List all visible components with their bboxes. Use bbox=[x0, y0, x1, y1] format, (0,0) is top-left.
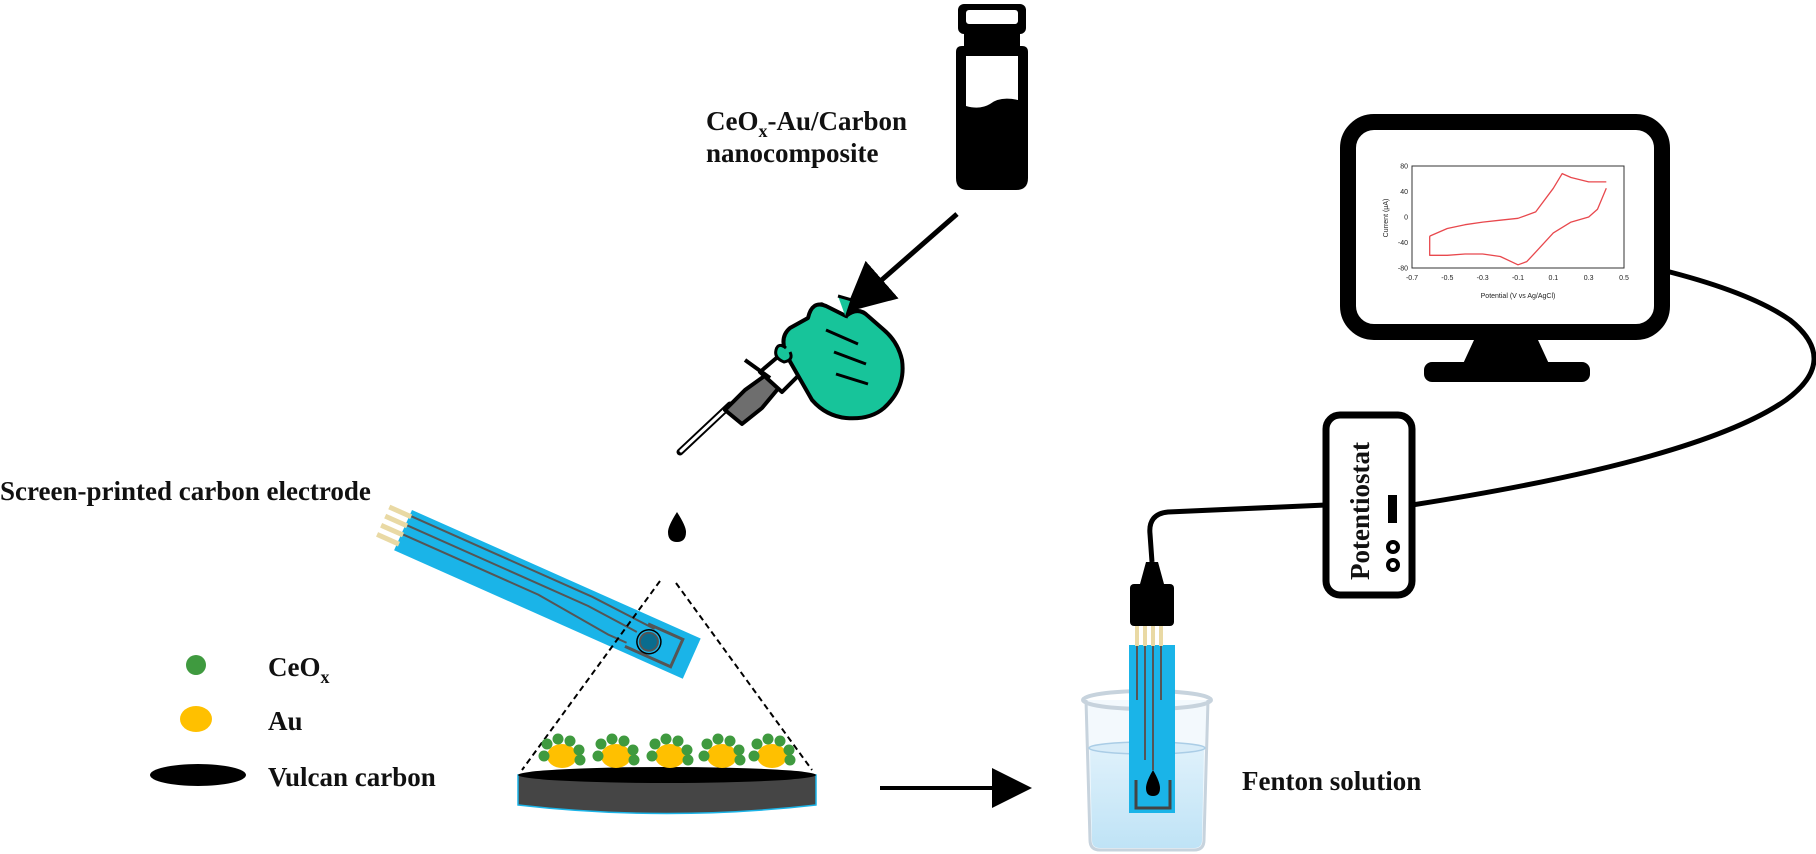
spce-label: Screen-printed carbon electrode bbox=[0, 476, 371, 506]
cv-series-line bbox=[1429, 188, 1607, 266]
nanocomposite-label-line2: nanocomposite bbox=[706, 138, 879, 168]
cv-xtick-label: -0.7 bbox=[1406, 275, 1418, 282]
cv-ytick-label: -40 bbox=[1398, 240, 1408, 247]
connector-plug-icon bbox=[1130, 562, 1174, 626]
cv-xlabel: Potential (V vs Ag/AgCl) bbox=[1481, 293, 1556, 300]
au-particle bbox=[547, 744, 577, 768]
legend-carbon-ellipse bbox=[150, 764, 246, 786]
ceox-particle bbox=[649, 738, 661, 750]
particle-layer bbox=[538, 733, 796, 768]
legend-carbon-label: Vulcan carbon bbox=[268, 762, 436, 792]
ceox-particle bbox=[733, 744, 745, 756]
cv-tick-layer: -0.7 -0.5 -0.3 -0.1 0.1 0.3 0.5 80 40 0 -40 -80 bbox=[1398, 164, 1629, 283]
vial-icon bbox=[956, 4, 1028, 190]
cv-plot-area bbox=[1411, 165, 1625, 269]
immersed-electrode-icon bbox=[1129, 624, 1175, 813]
ceox-particle bbox=[592, 750, 604, 762]
cv-ytick-label: 0 bbox=[1404, 215, 1408, 222]
droplet-icon bbox=[668, 512, 686, 542]
glove-icon bbox=[774, 294, 905, 421]
ceox-particle bbox=[681, 744, 693, 756]
ceox-particle bbox=[682, 754, 694, 766]
ceox-particle bbox=[724, 735, 736, 747]
legend-au-label: Au bbox=[268, 706, 303, 736]
monitor-icon bbox=[1340, 114, 1670, 382]
ceox-particle bbox=[748, 750, 760, 762]
nanocomposite-label: CeOx-Au/Carbon bbox=[706, 106, 907, 141]
ceox-particle bbox=[774, 735, 786, 747]
ceox-particle bbox=[541, 738, 553, 750]
arrow-vial-to-pipette bbox=[844, 212, 959, 313]
ceox-particle bbox=[564, 735, 576, 747]
cv-xtick-label: 0.5 bbox=[1619, 275, 1629, 282]
ceox-particle bbox=[701, 738, 713, 750]
ceox-particle bbox=[734, 754, 746, 766]
ceox-particle bbox=[595, 738, 607, 750]
ceox-particle bbox=[712, 733, 724, 745]
cable-potentiostat-monitor bbox=[1411, 267, 1816, 508]
fenton-label: Fenton solution bbox=[1242, 766, 1421, 796]
spce-electrode-icon bbox=[376, 504, 701, 679]
potentiostat-label: Potentiostat bbox=[1345, 442, 1375, 580]
ceox-particle bbox=[672, 735, 684, 747]
ceox-particle bbox=[606, 733, 618, 745]
legend-au-dot bbox=[180, 706, 212, 732]
cv-xtick-label: -0.3 bbox=[1477, 275, 1489, 282]
ceox-particle bbox=[574, 754, 586, 766]
cv-xtick-label: -0.5 bbox=[1441, 275, 1453, 282]
ceox-particle bbox=[783, 744, 795, 756]
cv-series-line bbox=[1429, 172, 1607, 237]
ceox-particle bbox=[618, 735, 630, 747]
legend-ceox-dot bbox=[186, 655, 206, 675]
cable-electrode-potentiostat bbox=[1147, 502, 1327, 563]
ceox-particle bbox=[660, 733, 672, 745]
cv-line-layer bbox=[1429, 172, 1607, 266]
cv-xtick-label: 0.1 bbox=[1548, 275, 1558, 282]
carbon-disk bbox=[517, 767, 817, 815]
zoom-line-right bbox=[675, 582, 813, 771]
ceox-particle bbox=[627, 744, 639, 756]
au-particle bbox=[601, 744, 631, 768]
au-particle bbox=[757, 744, 787, 768]
cv-xtick-label: 0.3 bbox=[1584, 275, 1594, 282]
cv-chart: -0.7 -0.5 -0.3 -0.1 0.1 0.3 0.5 80 40 0 -40 -80 Pot… bbox=[1383, 164, 1629, 301]
cv-xtick-label: -0.1 bbox=[1512, 275, 1524, 282]
zoom-line-left bbox=[521, 580, 661, 771]
ceox-particle bbox=[762, 733, 774, 745]
legend-ceox-label: CeOx bbox=[268, 652, 329, 687]
ceox-particle bbox=[538, 750, 550, 762]
ceox-particle bbox=[646, 750, 658, 762]
ceox-particle bbox=[573, 744, 585, 756]
legend: CeOx Au Vulcan carbon bbox=[150, 652, 436, 792]
ceox-particle bbox=[698, 750, 710, 762]
ceox-particle bbox=[552, 733, 564, 745]
ceox-particle bbox=[628, 754, 640, 766]
cv-ytick-label: 40 bbox=[1400, 189, 1408, 196]
au-particle bbox=[655, 744, 685, 768]
ceox-particle bbox=[784, 754, 796, 766]
ceox-particle bbox=[751, 738, 763, 750]
cv-ylabel: Current (µA) bbox=[1383, 199, 1390, 238]
au-particle bbox=[707, 744, 737, 768]
cv-ytick-label: 80 bbox=[1400, 164, 1408, 171]
cv-ytick-label: -80 bbox=[1398, 266, 1408, 273]
